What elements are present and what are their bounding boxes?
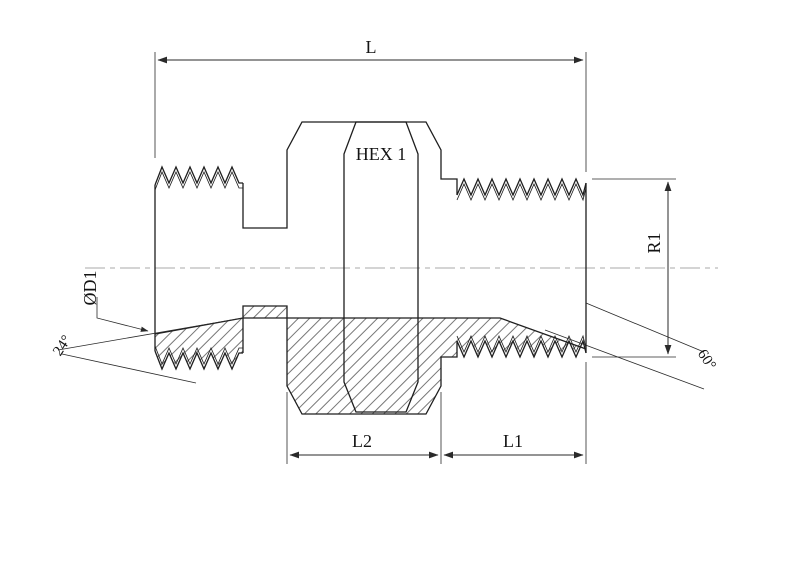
label-bore-diameter: ØD1 [80, 271, 100, 306]
label-left-angle: 24° [50, 333, 75, 359]
left-thread-upper [154, 165, 243, 191]
label-right-diameter: R1 [644, 232, 664, 253]
lower-body-outline [242, 305, 458, 415]
label-right-angle: 60° [694, 347, 719, 373]
hex-flat-outline [343, 121, 419, 413]
section-hatching [155, 306, 586, 414]
label-overall-length: L [366, 37, 377, 57]
label-hex: HEX 1 [356, 144, 407, 164]
extension-lines [154, 52, 676, 464]
label-right-length: L1 [503, 431, 523, 451]
leader-bore-diameter [96, 297, 149, 332]
left-thread-lower [154, 345, 243, 371]
label-center-length: L2 [352, 431, 372, 451]
right-thread-upper [456, 177, 587, 202]
angle-lines-right [544, 302, 705, 390]
angle-lines-left [57, 317, 244, 384]
